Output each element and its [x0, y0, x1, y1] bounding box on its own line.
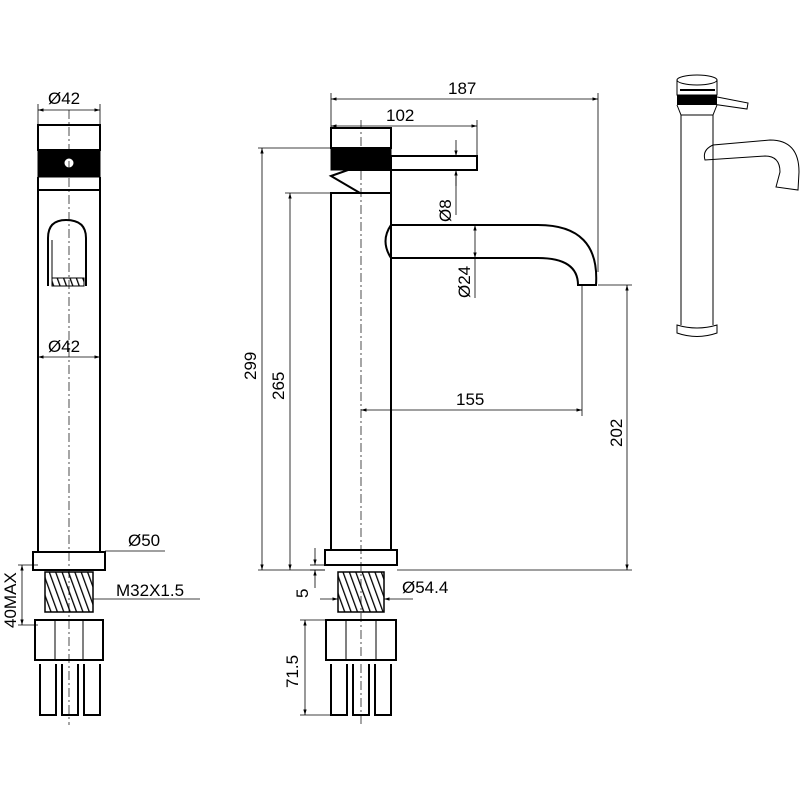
dim-side-body-height: 265	[269, 372, 288, 400]
front-dims: Ø42 Ø42 Ø50 M32X1.5 40MAX	[1, 89, 200, 628]
dim-side-handle-dia: Ø8	[436, 199, 455, 222]
perspective-view	[676, 74, 800, 337]
dim-side-spout-reach: 155	[456, 390, 484, 409]
dim-front-base-dia: Ø50	[128, 531, 160, 550]
side-dims: 187 102 Ø8 Ø24 299 265 155 202	[241, 79, 632, 716]
dim-side-total-reach: 187	[448, 79, 476, 98]
dim-front-body-dia: Ø42	[48, 337, 80, 356]
dim-side-shank-length: 71.5	[283, 655, 302, 688]
side-view	[324, 120, 598, 725]
front-view	[32, 110, 106, 725]
dim-side-spout-dia: Ø24	[455, 266, 474, 298]
dim-front-top-dia: Ø42	[48, 89, 80, 108]
dim-side-handle-reach: 102	[386, 106, 414, 125]
dim-side-base-height: 5	[293, 589, 312, 598]
dim-front-thread: M32X1.5	[116, 581, 184, 600]
dim-side-total-height: 299	[241, 352, 260, 380]
dim-side-outlet-height: 202	[607, 419, 626, 447]
dim-front-max: 40MAX	[1, 572, 20, 628]
dim-side-base-dia: Ø54.4	[402, 578, 448, 597]
